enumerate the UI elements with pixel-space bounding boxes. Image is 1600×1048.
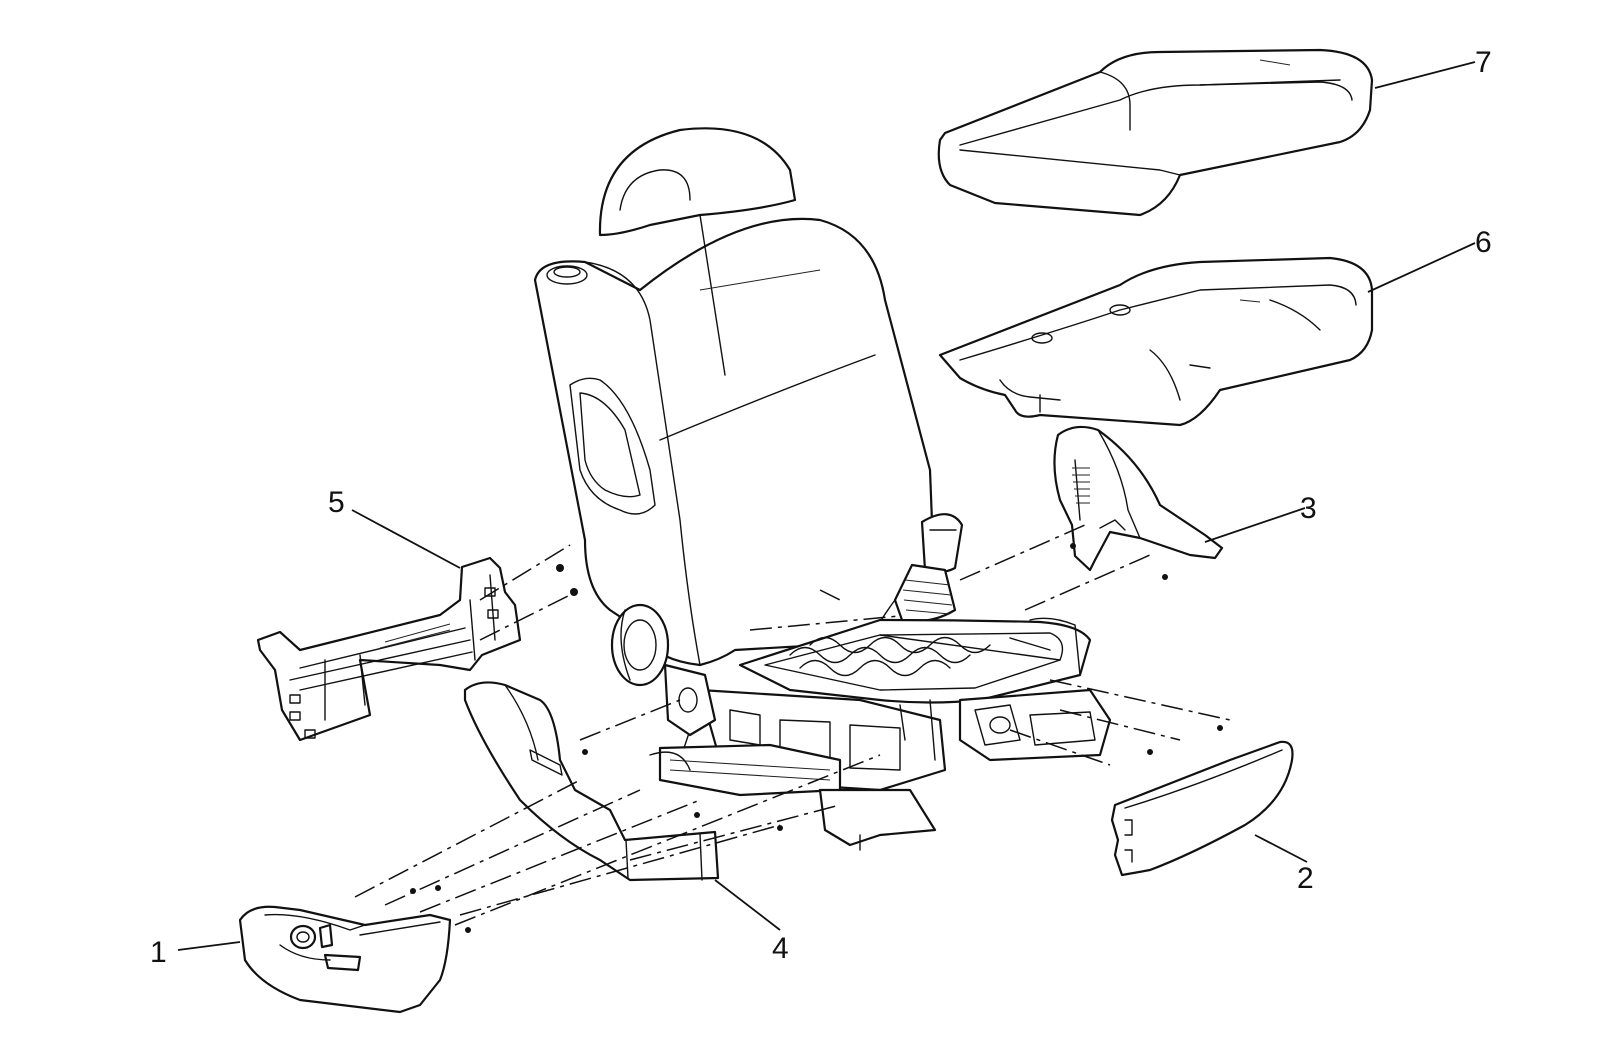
seat-cushion-pad: [938, 256, 1374, 427]
seat-pan-frame: [649, 617, 1112, 851]
assembly-lines: [354, 524, 1231, 933]
front-trim-panel: [1110, 740, 1294, 877]
callout-5: 5: [328, 486, 345, 519]
callout-7: 7: [1475, 46, 1492, 79]
inner-trim-panel: [1053, 425, 1224, 572]
seat-back: [533, 127, 937, 687]
seat-back-bracket: [256, 556, 522, 742]
callout-1: 1: [150, 936, 167, 969]
seat-switch-bezel: [238, 905, 452, 1014]
callout-leaders: [177, 61, 1476, 951]
callout-4: 4: [772, 932, 789, 965]
callout-3: 3: [1300, 492, 1317, 525]
callout-2: 2: [1297, 862, 1314, 895]
outer-trim-bracket: [463, 681, 720, 882]
seat-cushion-cover: [937, 48, 1374, 217]
callout-labels: 1 2 3 4 5 6 7: [150, 46, 1492, 969]
callout-6: 6: [1475, 226, 1492, 259]
